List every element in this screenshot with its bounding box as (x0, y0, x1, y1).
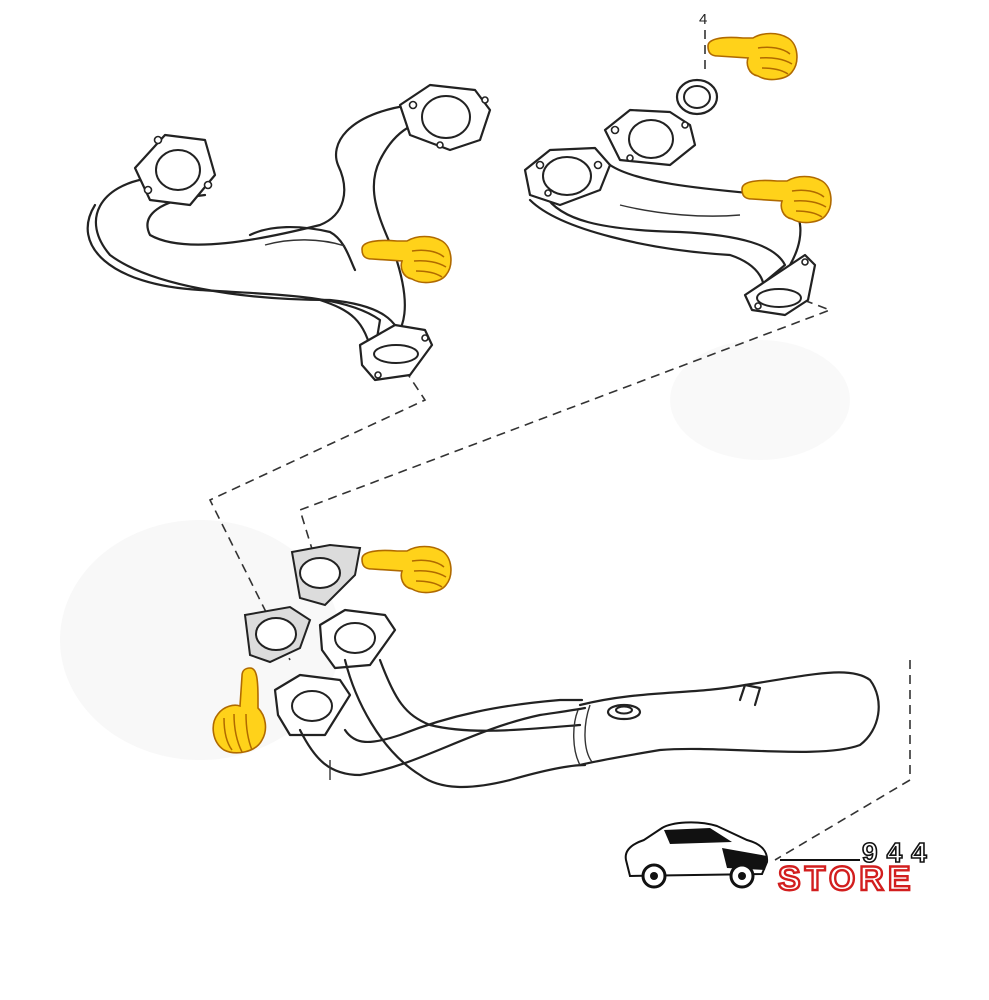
down-pipe-tube-stub (738, 683, 762, 707)
right-exhaust-manifold (523, 108, 817, 317)
leader-right-manifold-to-upper-flange (299, 294, 833, 576)
gasket-upper (290, 543, 362, 607)
left-manifold-outline-lower (86, 203, 382, 352)
down-pipe-branch-right (343, 658, 587, 788)
down-pipe-collar (573, 704, 593, 766)
pointing-hand-icon (741, 175, 832, 224)
callout-number-4: 4 (699, 11, 707, 28)
oxygen-sensor-bung (606, 703, 642, 721)
logo-top-text: 944 (862, 837, 936, 868)
left-manifold-crotch (248, 226, 357, 272)
pointing-hand-icon (361, 545, 452, 594)
background-shading (60, 340, 850, 760)
car-silhouette-icon (624, 821, 769, 889)
leader-downpipe-to-logo (774, 660, 911, 861)
left-manifold-flange-left (133, 133, 217, 207)
right-manifold-outlet-flange (743, 253, 817, 317)
down-pipe-flange-lower (273, 673, 352, 737)
left-manifold-flange-right (398, 83, 492, 152)
leader-lines (208, 30, 911, 861)
left-exhaust-manifold (86, 83, 492, 382)
right-manifold-flange-left (523, 146, 612, 207)
right-manifold-slot (619, 204, 741, 217)
pointing-hand-icon (361, 235, 452, 284)
down-pipe-flange-upper (318, 608, 397, 670)
left-manifold-outlet-flange (358, 323, 434, 382)
right-manifold-flange-right (603, 108, 697, 167)
down-pipe-collector (578, 671, 880, 767)
gasket-ring-callout-4 (675, 78, 719, 116)
pointing-hand-icon (212, 667, 267, 754)
down-pipe-branch-left (298, 698, 587, 777)
front-down-pipe (243, 543, 880, 788)
logo-bottom-text: STORE (778, 860, 915, 898)
store-logo: 944 STORE (624, 821, 936, 899)
leader-left-manifold-to-lower-flange (208, 369, 427, 661)
gasket-lower (243, 605, 312, 664)
pointing-hand-icon (707, 32, 798, 81)
right-manifold-lower-outline (528, 198, 765, 302)
left-manifold-seam (264, 239, 346, 247)
